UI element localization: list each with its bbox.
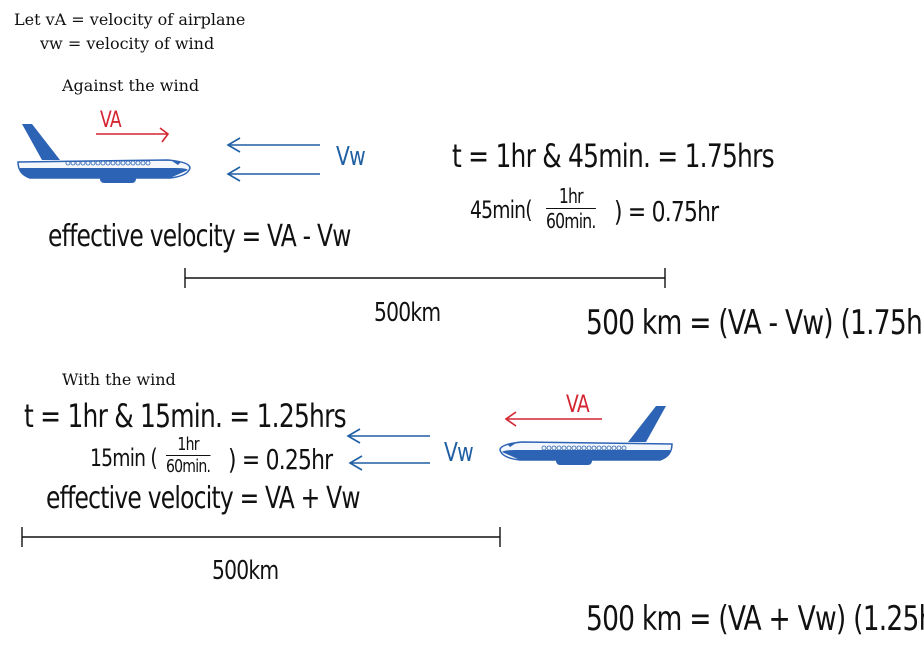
conv-against-fraction: 1hr 60min.: [546, 184, 596, 233]
against-wind-title: Against the wind: [62, 76, 200, 95]
conv-with-fraction: 1hr 60min.: [166, 434, 211, 477]
equation-against: 500 km = (VA - Vw) (1.75hrs): [586, 303, 924, 343]
time-with: t = 1hr & 15min. = 1.25hrs: [24, 397, 347, 435]
wind-arrows-left-bottom: [346, 428, 430, 471]
conv-with-post: ) = 0.25hr: [228, 443, 333, 476]
effective-velocity-against: effective velocity = VA - Vw: [48, 219, 351, 254]
vw-label-top: Vw: [336, 142, 366, 172]
conv-with-numerator: 1hr: [166, 434, 211, 456]
conv-against-denominator: 60min.: [546, 209, 596, 233]
va-arrow-right: [96, 127, 170, 143]
wind-arrows-left-top: [226, 137, 320, 182]
definition-vw: vw = velocity of wind: [40, 34, 215, 53]
airplane-left-icon: [499, 406, 673, 465]
conv-against-numerator: 1hr: [546, 184, 596, 209]
effective-velocity-with: effective velocity = VA + Vw: [46, 481, 361, 516]
vw-label-bottom: Vw: [444, 438, 474, 468]
va-label-top: VA: [100, 108, 122, 133]
va-arrow-left: [504, 411, 602, 427]
distance-label-top: 500km: [374, 298, 441, 328]
equation-with: 500 km = (VA + Vw) (1.25hrs): [586, 599, 924, 639]
time-against: t = 1hr & 45min. = 1.75hrs: [452, 137, 775, 175]
definition-va: Let vA = velocity of airplane: [14, 10, 246, 29]
distance-bar-top: [184, 268, 666, 288]
va-label-bottom: VA: [566, 390, 590, 418]
distance-label-bottom: 500km: [212, 556, 279, 586]
conv-with-denominator: 60min.: [166, 456, 211, 477]
distance-bar-bottom: [21, 527, 501, 547]
conv-with-pre: 15min (: [90, 444, 158, 472]
with-wind-title: With the wind: [62, 370, 176, 389]
conv-against-post: ) = 0.75hr: [614, 195, 719, 228]
airplane-right-icon: [17, 124, 191, 183]
conv-against-pre: 45min(: [470, 196, 533, 224]
